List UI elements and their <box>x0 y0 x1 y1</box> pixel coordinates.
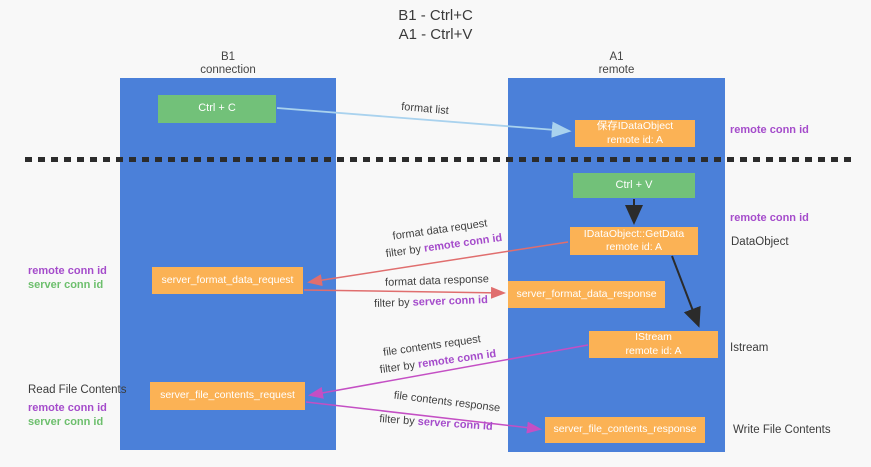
idataobject-getdata-box: IDataObject::GetData remote id: A <box>570 227 698 255</box>
server-file-contents-request-box: server_file_contents_request <box>150 382 305 410</box>
istream-line2: remote id: A <box>625 344 682 357</box>
getdata-line2: remote id: A <box>605 241 663 253</box>
ctrl-c-box: Ctrl + C <box>158 95 276 123</box>
column-b1-name: B1 <box>220 51 236 63</box>
server-format-data-request-label: server_format_data_request <box>161 273 294 286</box>
filter-by-text: filter by <box>385 242 425 261</box>
ctrl-c-label: Ctrl + C <box>198 102 236 115</box>
format-list-label: format list <box>400 100 450 118</box>
server-conn-id-highlight: server conn id <box>417 415 494 433</box>
ctrl-v-label: Ctrl + V <box>615 178 653 191</box>
file-contents-response-filter-label: filter by server conn id <box>379 413 493 433</box>
column-a1-name: A1 <box>609 51 624 63</box>
format-data-response-label: format data response <box>384 273 490 289</box>
filter-by-text: filter by <box>373 296 413 310</box>
remote-conn-id-annotation-left-2: remote conn id <box>28 402 107 414</box>
copy-paste-divider-dashed-line <box>25 157 851 162</box>
server-file-contents-response-label: server_file_contents_response <box>553 423 697 436</box>
istream-box: IStream remote id: A <box>589 331 718 358</box>
column-header-a1: A1 remote <box>508 51 725 77</box>
format-data-response-filter-label: filter by server conn id <box>374 294 488 310</box>
server-file-contents-response-box: server_file_contents_response <box>545 417 705 443</box>
diagram-title: B1 - Ctrl+C A1 - Ctrl+V <box>0 6 871 44</box>
server-conn-id-highlight: server conn id <box>412 294 489 309</box>
getdata-line1: IDataObject::GetData <box>583 227 685 240</box>
server-file-contents-request-label: server_file_contents_request <box>160 389 295 402</box>
save-idataobject-box: 保存IDataObject remote id: A <box>575 120 695 147</box>
column-a1-role: remote <box>598 64 635 76</box>
filter-by-text: filter by <box>379 358 419 377</box>
remote-conn-id-annotation-top: remote conn id <box>730 124 809 136</box>
save-idataobject-line2: remote id: A <box>606 133 664 146</box>
server-format-data-response-label: server_format_data_response <box>516 287 657 300</box>
save-idataobject-line1: 保存IDataObject <box>596 120 674 133</box>
column-header-b1: B1 connection <box>120 51 336 77</box>
title-line-1: B1 - Ctrl+C <box>398 7 473 24</box>
filter-by-text: filter by <box>378 413 419 428</box>
istream-line1: IStream <box>635 331 672 344</box>
remote-conn-id-annotation-mid: remote conn id <box>730 212 809 224</box>
read-file-contents-annotation: Read File Contents <box>28 384 127 396</box>
server-format-data-response-box: server_format_data_response <box>508 281 665 308</box>
istream-annotation: Istream <box>730 342 769 354</box>
server-conn-id-annotation-left-1: server conn id <box>28 279 104 291</box>
server-conn-id-annotation-left-2: server conn id <box>28 416 104 428</box>
file-contents-response-label: file contents response <box>393 389 501 415</box>
server-format-data-request-box: server_format_data_request <box>152 267 303 294</box>
write-file-contents-annotation: Write File Contents <box>733 424 831 436</box>
ctrl-v-box: Ctrl + V <box>573 173 695 198</box>
dataobject-annotation: DataObject <box>731 236 789 248</box>
column-b1-role: connection <box>200 64 256 76</box>
title-line-2: A1 - Ctrl+V <box>398 26 473 43</box>
remote-conn-id-annotation-left-1: remote conn id <box>28 265 107 277</box>
